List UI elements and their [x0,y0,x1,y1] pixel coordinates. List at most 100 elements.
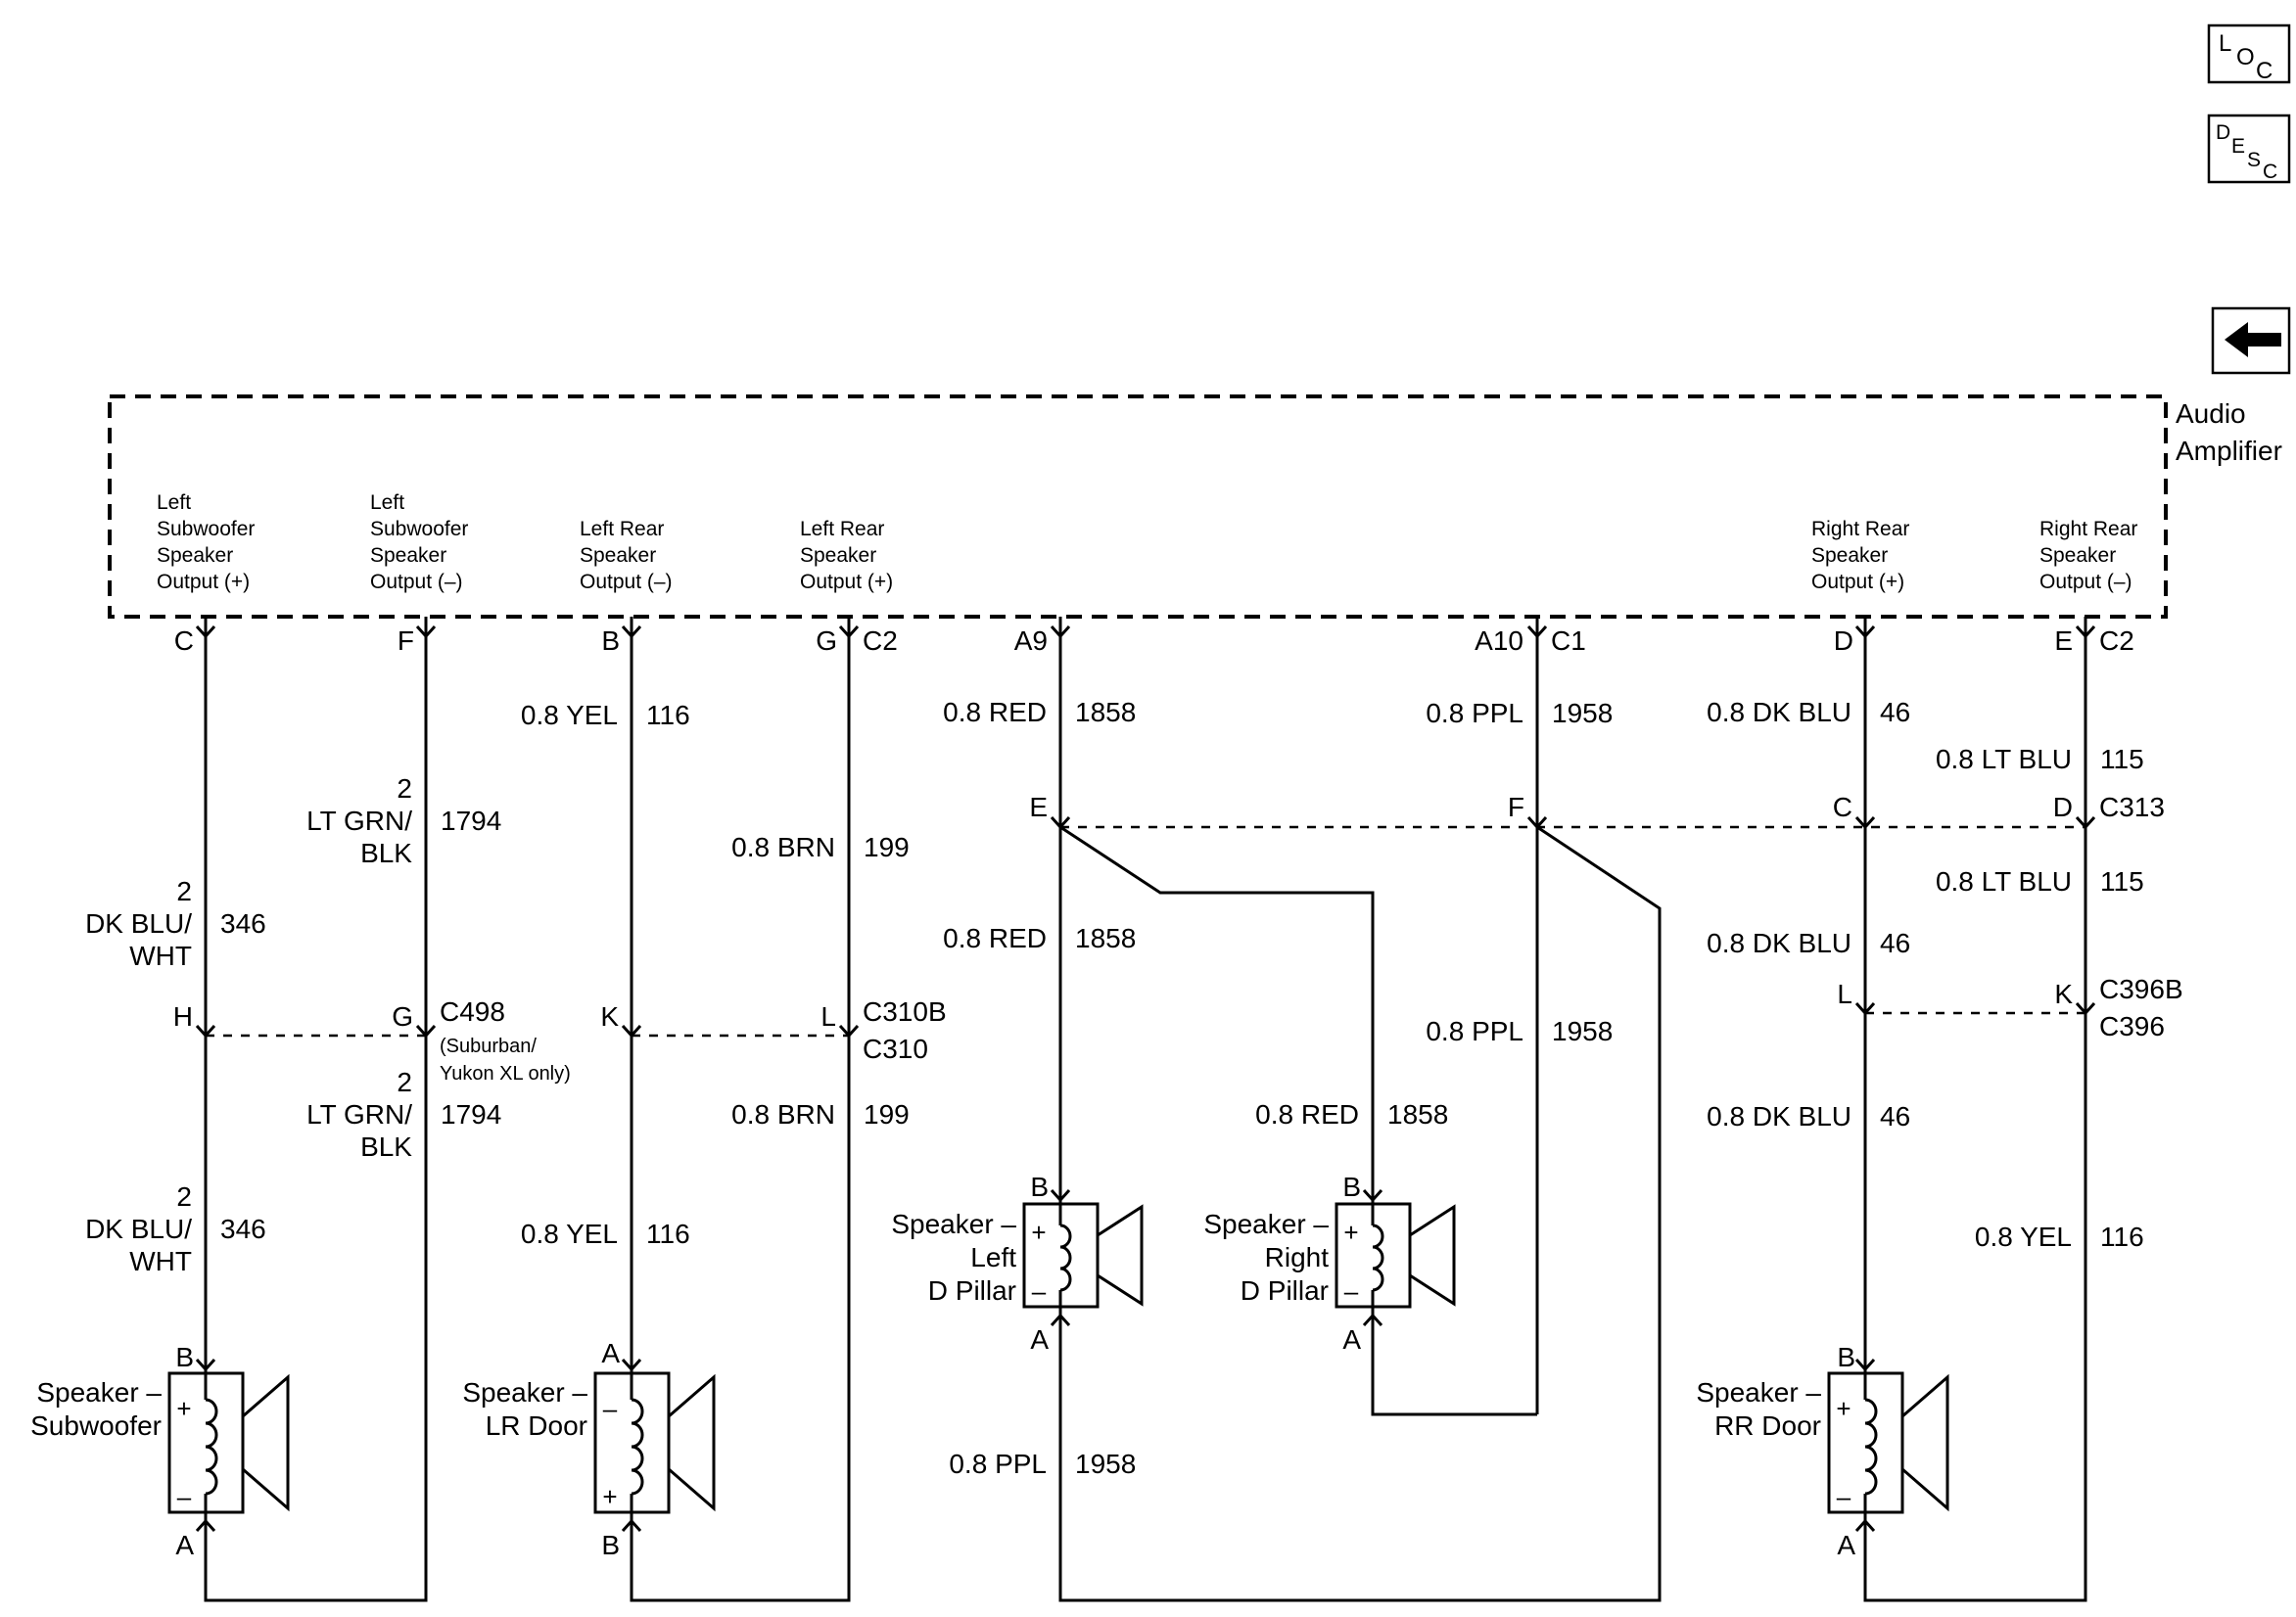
speaker-plus-sign: + [176,1394,191,1423]
wire-label: 0.8 LT BLU [1936,744,2072,774]
wire-circuit: 1958 [1552,698,1613,728]
wire-label: BLK [360,838,412,868]
c498-pin-g: G [392,1001,413,1032]
wire-label: 0.8 YEL [521,1219,618,1249]
amp-connector-c2-right: C2 [2099,625,2134,656]
speaker-bottom-pin: A [1030,1324,1049,1355]
wire-circuit: 46 [1880,928,1910,958]
output-label-line: Subwoofer [157,518,255,540]
speaker-bottom-pin: A [175,1530,194,1560]
wire-circuit: 116 [646,700,690,730]
output-label-line: Left Rear [800,518,884,540]
speaker-coil [1059,1224,1072,1292]
speaker-bottom-pin: A [1342,1324,1361,1355]
c396-name-bottom: C396 [2099,1011,2165,1041]
speaker-label-line2: Subwoofer [30,1410,162,1441]
output-label-line: Left Rear [580,518,664,540]
speaker-plus-sign: + [1343,1218,1358,1247]
speaker-label-line2: LR Door [486,1410,587,1441]
wire-circuit: 199 [864,832,910,862]
wire-circuit: 1858 [1387,1099,1448,1130]
speaker-top-pin: A [601,1338,620,1368]
speaker-subwoofer: + – B A Speaker – Subwoofer [30,1342,290,1560]
wire-label: 0.8 YEL [1975,1222,2072,1252]
speaker-plus-sign: + [1031,1218,1046,1247]
desc-letter-d: D [2216,121,2230,144]
output-label-line: Left [370,491,404,514]
speaker-label-line2: Left [970,1242,1016,1272]
connector-c313: E F C D C313 [1029,792,2165,829]
speaker-plus-sign: + [602,1482,617,1511]
amp-pin-a10: A10 [1475,625,1523,656]
output-label-line: Speaker [157,544,233,567]
speaker-right-d-pillar: + – B A Speaker – Right D Pillar [1203,1172,1456,1355]
wire-label: 0.8 RED [943,697,1047,727]
c313-pin-f: F [1508,792,1524,822]
amp-pin-d: D [1834,625,1853,656]
wire-label: 2 [397,1067,412,1097]
desc-letter-s: S [2247,149,2261,171]
amp-pin-f: F [398,625,414,656]
wire-lr-door-positive [630,617,851,1602]
speaker-cone [1408,1204,1456,1307]
wire-circuit: 1958 [1075,1449,1136,1479]
output-label-line: Output (+) [800,571,893,593]
wire-circuit: 1794 [441,1099,501,1130]
speaker-coil [1372,1224,1384,1292]
top-right-controls: L O C D E S C [2207,23,2291,375]
amp-connector-c1: C1 [1551,625,1586,656]
c498-note-line2: Yukon XL only) [440,1063,571,1085]
amplifier-pin-letters: C F B G C2 A9 A10 C1 D E C2 [174,625,2134,656]
wire-circuit: 116 [646,1219,690,1249]
back-button[interactable] [2211,306,2291,375]
wire-label: 2 [176,1181,192,1212]
c313-pin-c: C [1833,792,1852,822]
c396-pin-k: K [2054,979,2073,1009]
desc-button-box[interactable] [2207,114,2291,184]
wiring [204,617,2087,1602]
speaker-label-line2: RR Door [1714,1410,1821,1441]
output-label-line: Output (–) [370,571,463,593]
wire-label: LT GRN/ [306,806,412,836]
wire-right-d-pillar-positive [1059,825,1375,1225]
wire-label: 0.8 BRN [731,1099,835,1130]
wire-circuit: 1794 [441,806,501,836]
speaker-cone [1096,1204,1144,1307]
output-label-line: Output (–) [580,571,673,593]
speaker-top-pin: B [1030,1172,1049,1202]
output-label-line: Left [157,491,191,514]
loc-button-box[interactable] [2207,23,2291,84]
wire-label: 0.8 LT BLU [1936,866,2072,897]
desc-button[interactable]: D E S C [2207,114,2291,184]
speaker-minus-sign: – [1032,1276,1047,1306]
amp-connector-c2-left: C2 [863,625,898,656]
wire-label: 2 [397,773,412,804]
wire-circuit: 46 [1880,697,1910,727]
wire-label: 0.8 RED [1255,1099,1359,1130]
speaker-top-pin: B [175,1342,194,1372]
wire-labels: 0.8 YEL 116 0.8 RED 1858 0.8 PPL 1958 0.… [85,697,2144,1479]
wire-label: 0.8 PPL [1426,1016,1523,1046]
speaker-label-line1: Speaker – [1696,1377,1821,1408]
wire-label: WHT [129,1246,192,1276]
speaker-left-d-pillar: + – B A Speaker – Left D Pillar [891,1172,1144,1355]
speaker-cone [667,1373,716,1512]
wire-circuit: 1958 [1552,1016,1613,1046]
wire-circuit: 199 [864,1099,910,1130]
wire-label: 0.8 YEL [521,700,618,730]
amp-pin-e: E [2054,625,2073,656]
output-label-line: Speaker [2039,544,2116,567]
desc-letter-c: C [2263,161,2277,183]
wire-label: 0.8 PPL [1426,698,1523,728]
output-label-left-rear-plus: Left Rear Speaker Output (+) [800,518,893,593]
amplifier-name-line2: Amplifier [2176,436,2282,466]
output-label-line: Right Rear [2039,518,2137,540]
c396-pin-l: L [1837,979,1852,1009]
wire-circuit: 346 [220,1214,266,1244]
connector-c396: L K C396B C396 [1837,974,2182,1041]
loc-button[interactable]: L O C [2207,23,2291,84]
amp-pin-b: B [601,625,620,656]
speaker-label-line1: Speaker – [1203,1209,1329,1239]
output-label-line: Output (+) [1811,571,1904,593]
